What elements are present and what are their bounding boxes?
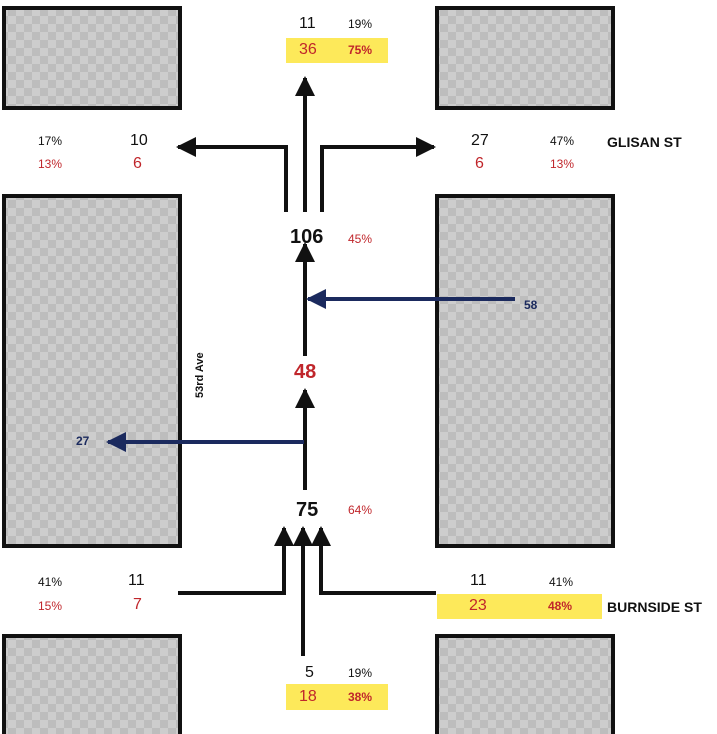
north-exit-pct-red: 75% — [348, 43, 373, 57]
mid-count: 48 — [294, 361, 317, 383]
south-entry-count: 5 — [305, 664, 314, 681]
southeast-entry-pct-red: 48% — [548, 599, 573, 613]
total-south-pct: 64% — [348, 503, 373, 517]
east-entry-count: 58 — [524, 298, 538, 312]
south-entry-pct-red: 38% — [348, 690, 373, 704]
total-north-pct: 45% — [348, 232, 373, 246]
total-south-count: 75 — [296, 499, 319, 521]
west-exit-count-red: 6 — [133, 155, 142, 172]
southeast-entry-count-red: 23 — [469, 597, 487, 614]
block-bottom-left — [2, 634, 182, 734]
block-top-left — [2, 6, 182, 110]
southwest-entry-count: 11 — [128, 572, 145, 589]
arrow-east-exit — [320, 137, 436, 212]
west-exit-pct: 17% — [38, 134, 63, 148]
arrow-southeast-entry — [311, 526, 436, 595]
west-exit-count: 10 — [130, 132, 148, 149]
east-exit-pct: 47% — [550, 134, 575, 148]
street-label-burnside: BURNSIDE ST — [607, 599, 702, 615]
street-label-glisan: GLISAN ST — [607, 134, 682, 150]
block-bottom-right — [435, 634, 615, 734]
east-exit-count: 27 — [471, 132, 489, 149]
highlight-south-entry — [286, 684, 388, 710]
street-label-53rd-ave: 53rd Ave — [194, 352, 206, 398]
arrow-west-exit — [176, 137, 288, 212]
west-exit-pct-red: 13% — [38, 157, 63, 171]
southwest-entry-count-red: 7 — [133, 596, 142, 613]
south-entry-pct: 19% — [348, 666, 373, 680]
north-exit-count: 11 — [299, 15, 316, 32]
southwest-entry-pct-red: 15% — [38, 599, 63, 613]
west-off-count: 27 — [76, 434, 90, 448]
southeast-entry-count: 11 — [470, 572, 487, 589]
southwest-entry-pct: 41% — [38, 575, 63, 589]
southeast-entry-pct: 41% — [549, 575, 574, 589]
arrow-southwest-entry — [178, 526, 294, 595]
block-top-right — [435, 6, 615, 110]
north-exit-pct: 19% — [348, 17, 373, 31]
total-north-count: 106 — [290, 226, 324, 248]
east-exit-pct-red: 13% — [550, 157, 575, 171]
east-exit-count-red: 6 — [475, 155, 484, 172]
highlight-north-exit — [286, 38, 388, 63]
block-middle-right — [435, 194, 615, 548]
block-middle-left — [2, 194, 182, 548]
highlight-southeast-entry — [437, 594, 602, 619]
south-entry-count-red: 18 — [299, 688, 317, 705]
north-exit-count-red: 36 — [299, 41, 317, 58]
